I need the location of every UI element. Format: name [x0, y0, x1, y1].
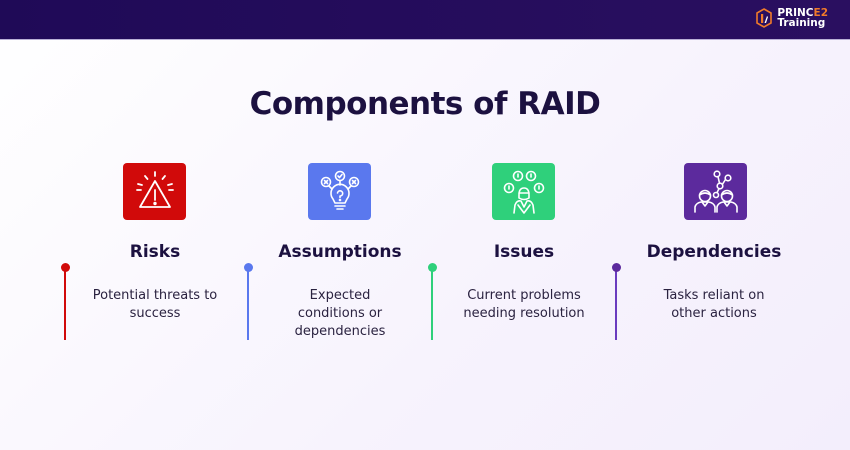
issues-icon-box — [492, 163, 555, 220]
assumptions-timeline-dot — [244, 263, 253, 272]
risks-timeline-line — [64, 264, 66, 340]
risks-description: Potential threats to success — [92, 288, 218, 321]
logo-text-accent: E2 — [813, 7, 828, 19]
risks-timeline-dot — [61, 263, 70, 272]
issues-timeline-dot — [428, 263, 437, 272]
issues-heading: Issues — [493, 242, 555, 262]
assumptions-timeline-line — [247, 264, 249, 340]
top-banner: PRINCE2 Training — [0, 0, 850, 40]
risks-heading: Risks — [129, 242, 181, 262]
assumptions-icon-box — [308, 163, 371, 220]
dependencies-heading: Dependencies — [646, 242, 782, 262]
dependencies-description: Tasks reliant on other actions — [663, 288, 765, 321]
logo-text-main: PRINC — [777, 7, 814, 19]
connected-people-icon — [693, 169, 738, 213]
dependencies-timeline-dot — [612, 263, 621, 272]
warning-triangle-icon — [135, 170, 174, 208]
dependencies-icon-box — [684, 163, 747, 220]
prince2-training-logo: PRINCE2 Training — [756, 8, 828, 28]
assumptions-heading: Assumptions — [278, 242, 402, 262]
page-title: Components of RAID — [249, 86, 601, 122]
worried-person-icon — [503, 170, 544, 214]
issues-description: Current problems needing resolution — [463, 288, 585, 321]
dependencies-timeline-line — [615, 264, 617, 340]
risks-icon-box — [123, 163, 186, 220]
logo-mark-icon — [756, 8, 773, 28]
issues-timeline-line — [431, 264, 433, 340]
logo-text-training: Training — [777, 17, 826, 29]
lightbulb-question-icon — [320, 170, 359, 210]
assumptions-description: Expected conditions or dependencies — [294, 288, 386, 339]
